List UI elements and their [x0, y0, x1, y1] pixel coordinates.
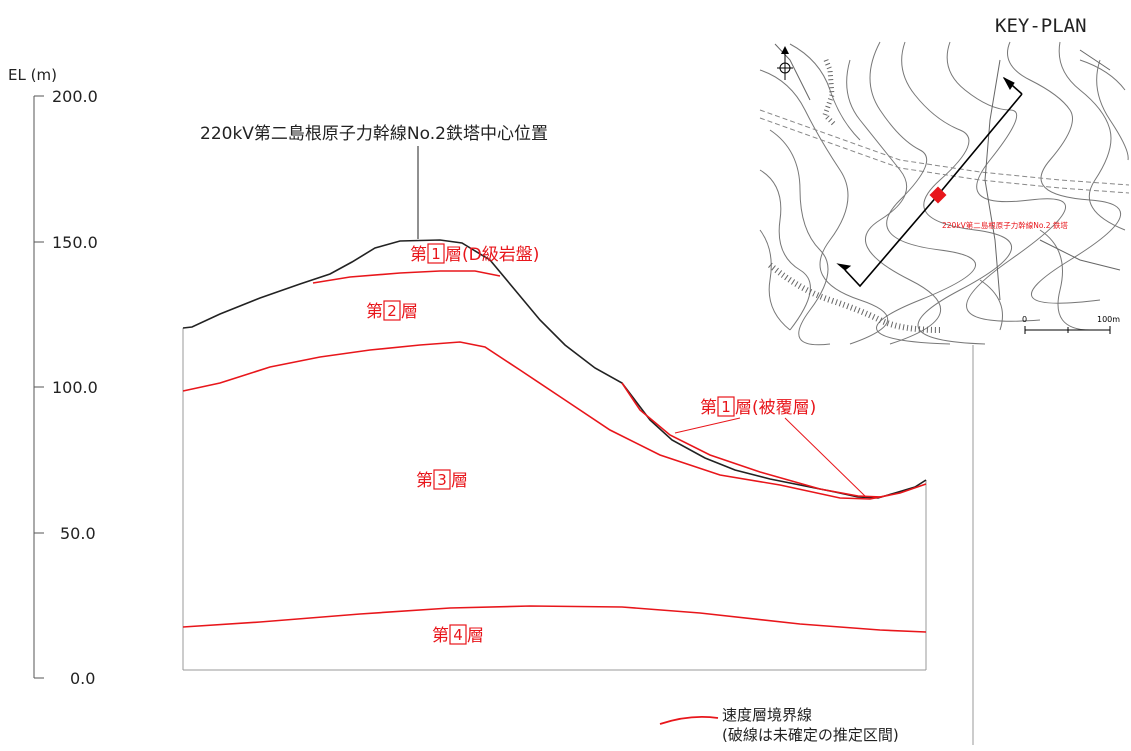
- layer-suffix: 層(被覆層): [735, 398, 816, 418]
- keyplan-section-line: [844, 93, 1023, 288]
- scale-bar: 0 100m: [1022, 315, 1120, 334]
- legend: 速度層境界線 (破線は未確定の推定区間): [659, 706, 899, 744]
- legend-swatch-boundary: [659, 715, 719, 725]
- tower-position-annotation: 220kV第二島根原子力幹線No.2鉄塔中心位置: [200, 123, 548, 239]
- layer-suffix: 層: [401, 302, 418, 322]
- layer-number-box: [717, 396, 735, 417]
- layer-prefix: 第: [432, 626, 449, 646]
- layer-number-box: [449, 624, 467, 645]
- layer1-cover-label: 第 1 層(被覆層): [674, 396, 867, 498]
- boundary-cover-layer: [621, 382, 883, 498]
- layer-number: 1: [721, 398, 731, 416]
- arrowhead-icon: [1002, 76, 1015, 90]
- layer3-label: 第 3 層: [416, 469, 468, 491]
- layer-suffix: 層(D級岩盤): [445, 245, 539, 265]
- velocity-boundaries: [182, 270, 927, 633]
- scale-zero-label: 0: [1022, 315, 1027, 324]
- layer2-label: 第 2 層: [366, 300, 418, 322]
- legend-note: (破線は未確定の推定区間): [722, 726, 899, 744]
- layer-number-box: [433, 469, 451, 490]
- layer-number: 1: [431, 245, 441, 263]
- cover-leader-line: [784, 417, 867, 498]
- keyplan-embankment-hatch: [768, 262, 941, 333]
- keyplan-title: KEY-PLAN: [995, 15, 1087, 37]
- layer-prefix: 第: [410, 245, 427, 265]
- keyplan-tower-label: 220kV第二島根原子力幹線No.2 鉄塔: [942, 220, 1068, 230]
- section-frame: [182, 328, 974, 745]
- boundary-layer2-layer3: [182, 341, 927, 500]
- keyplan-rail-lines: [774, 43, 1121, 301]
- layer-number: 4: [453, 626, 463, 644]
- cover-leader-line: [674, 417, 741, 434]
- keyplan-map: 220kV第二島根原子力幹線No.2 鉄塔 0 100m: [757, 41, 1130, 346]
- layer-suffix: 層: [451, 471, 468, 491]
- legend-label: 速度層境界線: [722, 706, 812, 724]
- layer-number: 2: [387, 302, 397, 320]
- axis-tick-label: 150.0: [52, 233, 98, 252]
- layer-number-box: [427, 243, 445, 264]
- north-arrow-icon: [777, 46, 793, 80]
- layer-prefix: 第: [700, 398, 717, 418]
- keyplan-roads: [759, 109, 1130, 194]
- layer1-rock-label: 第 1 層(D級岩盤): [410, 243, 539, 265]
- layer-suffix: 層: [467, 626, 484, 646]
- axis-tick-label: 200.0: [52, 87, 98, 106]
- axis-title: EL (m): [8, 66, 57, 84]
- arrowhead-icon: [836, 263, 852, 271]
- keyplan-contours: [759, 41, 1129, 346]
- scale-end-label: 100m: [1097, 315, 1120, 324]
- tower-marker-icon: [929, 186, 947, 204]
- layer-prefix: 第: [416, 471, 433, 491]
- layer-prefix: 第: [366, 302, 383, 322]
- tower-position-label: 220kV第二島根原子力幹線No.2鉄塔中心位置: [200, 123, 548, 144]
- layer-number: 3: [437, 471, 447, 489]
- elevation-axis: EL (m) 200.0 150.0 100.0 50.0 0.0: [8, 66, 98, 688]
- boundary-layer1-layer2: [312, 270, 501, 284]
- layer-number-box: [383, 300, 401, 321]
- axis-tick-label: 0.0: [70, 669, 95, 688]
- axis-tick-label: 100.0: [52, 378, 98, 397]
- layer4-label: 第 4 層: [432, 624, 484, 646]
- boundary-layer3-layer4: [182, 605, 927, 633]
- axis-tick-label: 50.0: [60, 524, 96, 543]
